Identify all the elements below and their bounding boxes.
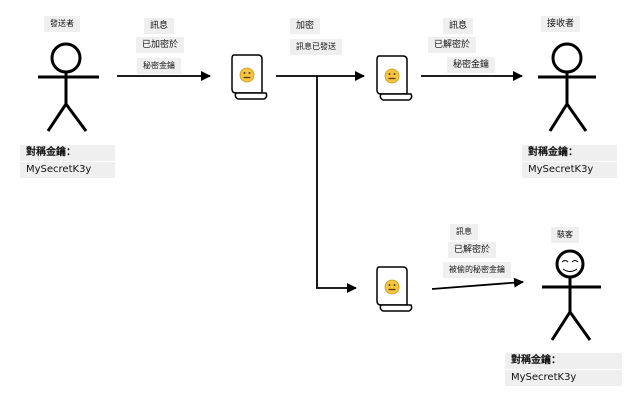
arrows — [117, 71, 524, 293]
sender-head-icon — [50, 42, 82, 74]
receiver-secret-key-label: 秘密金鑰 — [447, 57, 496, 73]
receiver-figure — [538, 42, 596, 132]
sender-secret-key-label: 秘密金鑰 — [137, 58, 181, 74]
encrypt-title: 加密 — [290, 18, 321, 34]
attacker-head-icon — [555, 249, 585, 279]
sender-message-label: 訊息 — [144, 18, 175, 34]
receiver-key-label: 對稱金鑰： — [522, 145, 617, 161]
receiver-role-label: 接收者 — [541, 16, 581, 32]
attacker-role-label: 駭客 — [551, 227, 579, 243]
sender-key-label: 對稱金鑰： — [20, 145, 115, 161]
arrow-to-attacker — [431, 277, 524, 290]
sender-key-value: MySecretK3y — [20, 162, 115, 178]
receiver-message-label: 訊息 — [443, 18, 474, 34]
attacker-stolen-key-label: 被偷的秘密金鑰 — [443, 262, 511, 278]
attacker-key-value: MySecretK3y — [505, 370, 622, 386]
encrypt-subtitle: 訊息已發送 — [290, 39, 342, 55]
scroll-icon — [232, 55, 267, 99]
receiver-key-value: MySecretK3y — [522, 162, 617, 178]
sender-role-label: 發送者 — [44, 16, 80, 32]
sender-figure — [38, 42, 99, 132]
scroll-icon — [377, 56, 412, 100]
receiver-decrypted-with-label: 已解密於 — [428, 37, 477, 53]
attacker-message-label: 訊息 — [450, 224, 478, 240]
smirking-face-icon — [561, 260, 579, 272]
attacker-figure — [542, 249, 601, 341]
receiver-head-icon — [551, 42, 583, 74]
attacker-decrypted-with-label: 已解密於 — [448, 242, 497, 258]
arrow-intercept-branch — [316, 76, 357, 293]
scroll-icon — [377, 267, 412, 311]
sender-encrypted-with-label: 已加密於 — [136, 37, 185, 53]
attacker-key-label: 對稱金鑰： — [505, 353, 622, 369]
